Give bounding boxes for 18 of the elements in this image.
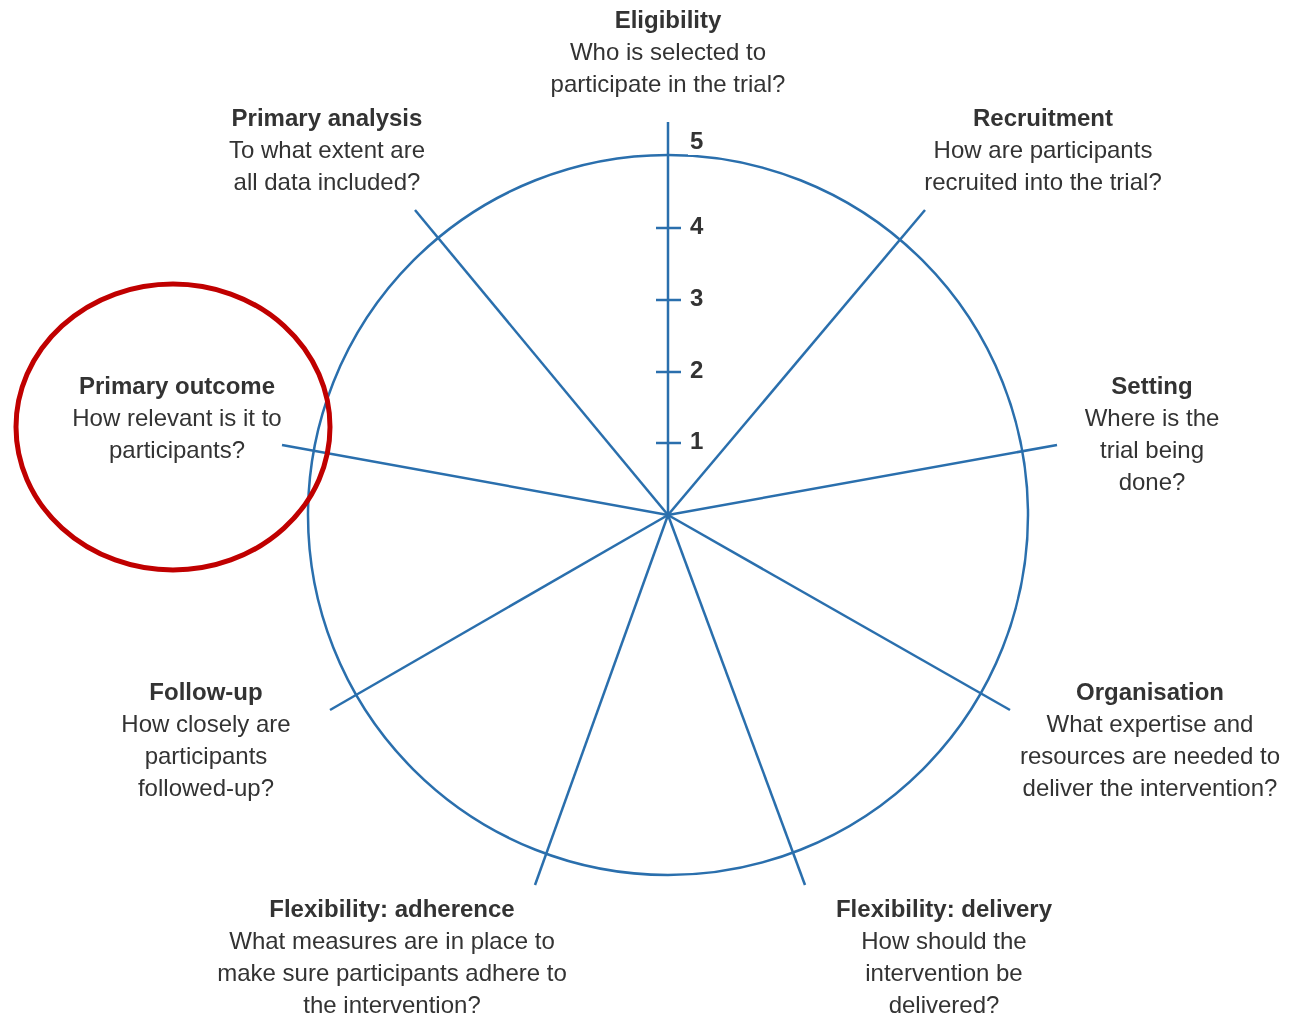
domain-question: How are participants recruited into the trial? xyxy=(923,135,1163,197)
domain-question: How closely are participants followed-up? xyxy=(120,709,292,803)
domain-heading: Recruitment xyxy=(972,103,1114,133)
domain-heading: Flexibility: adherence xyxy=(268,894,516,924)
domain-heading: Flexibility: delivery xyxy=(834,894,1054,924)
domain-heading: Setting xyxy=(1110,371,1194,401)
domain-heading: Follow-up xyxy=(148,677,264,707)
domain-question: Where is the trial being done? xyxy=(1083,403,1221,497)
domain-question: How relevant is it to participants? xyxy=(72,403,282,465)
domain-question: What measures are in place to make sure participants adhere to the intervention? xyxy=(216,926,568,1020)
domain-question: Who is selected to participate in the trial? xyxy=(549,37,787,99)
domain-heading: Primary analysis xyxy=(230,103,424,133)
domain-heading: Primary outcome xyxy=(77,371,277,401)
domain-question: How should the intervention be delivered? xyxy=(860,926,1028,1020)
domain-question: To what extent are all data included? xyxy=(227,135,427,197)
domain-heading: Eligibility xyxy=(613,5,723,35)
domain-question: What expertise and resources are needed to deliver the intervention? xyxy=(1018,709,1282,803)
domain-heading: Organisation xyxy=(1075,677,1225,707)
